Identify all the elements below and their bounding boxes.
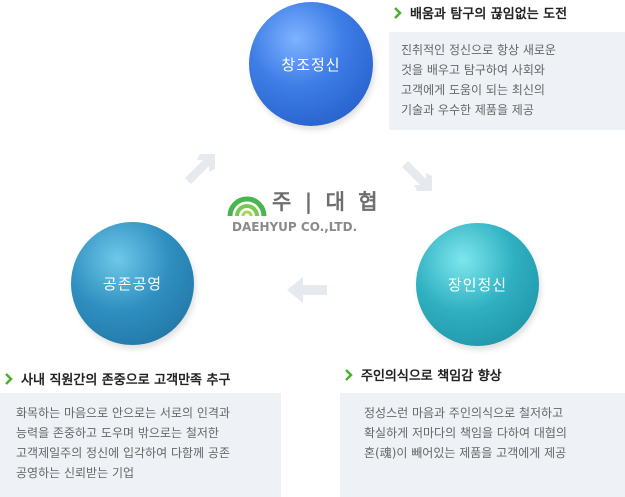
master-description-box: 정성스런 마음과 주인의식으로 철저하고 확실하게 저마다의 책임을 다하여 대… [340,393,625,497]
coexistence-circle: 공존공영 [71,222,194,345]
creative-heading: 배움과 탐구의 끊임없는 도전 [410,7,568,22]
master-heading: 주인의식으로 책임감 향상 [361,369,502,384]
coexist-heading-row: 사내 직원간의 존중으로 고객만족 추구 [3,369,230,388]
coexist-heading: 사내 직원간의 존중으로 고객만족 추구 [21,373,231,388]
coexist-line-2: 능력을 존중하고 도우며 밖으로는 철저한 [16,426,219,440]
chevron-right-icon [5,372,13,385]
creative-line-2: 것을 배우고 탐구하여 사회와 [401,63,545,77]
creative-line-1: 진취적인 정신으로 항상 새로운 [401,43,556,57]
master-line-3: 혼(魂)이 빼어있는 제품을 고객에게 제공 [364,446,567,460]
creative-heading-row: 배움과 탐구의 끊임없는 도전 [392,3,567,22]
craftsmanship-circle: 장인정신 [416,223,539,346]
creative-spirit-circle: 창조정신 [249,2,373,126]
master-heading-row: 주인의식으로 책임감 향상 [343,365,502,384]
logo-english-text: DAEHYUP CO.,LTD. [232,220,358,234]
company-logo: 주 | 대 협 DAEHYUP CO.,LTD. [224,186,384,246]
creative-line-3: 고객에게 도움이 되는 최신의 [401,83,545,97]
creative-description-box: 진취적인 정신으로 항상 새로운 것을 배우고 탐구하여 사회와 고객에게 도움… [389,32,625,130]
logo-mark-icon [227,196,267,217]
chevron-right-icon [394,6,402,19]
master-line-1: 정성스런 마음과 주인의식으로 철저하고 [364,406,564,420]
coexistence-label: 공존공영 [102,275,163,293]
craftsmanship-label: 장인정신 [447,276,508,294]
logo-korean-text: 주 | 대 협 [272,190,381,214]
master-line-2: 확실하게 저마다의 책임을 다하여 대협의 [364,426,567,440]
coexist-description-box: 화목하는 마음으로 안으로는 서로의 인격과 능력을 존중하고 도우며 밖으로는… [0,393,281,497]
arrow-left-icon [287,277,327,303]
coexist-line-3: 고객제일주의 정신에 입각하여 다함께 공존 [16,446,230,460]
arrow-up-right-icon [185,154,215,184]
coexist-line-4: 공영하는 신뢰받는 기업 [16,466,135,480]
arrow-down-right-icon [402,161,432,191]
creative-spirit-label: 창조정신 [281,55,341,74]
chevron-right-icon [345,368,353,381]
coexist-line-1: 화목하는 마음으로 안으로는 서로의 인격과 [16,406,230,420]
creative-line-4: 기술과 우수한 제품을 제공 [401,103,534,117]
